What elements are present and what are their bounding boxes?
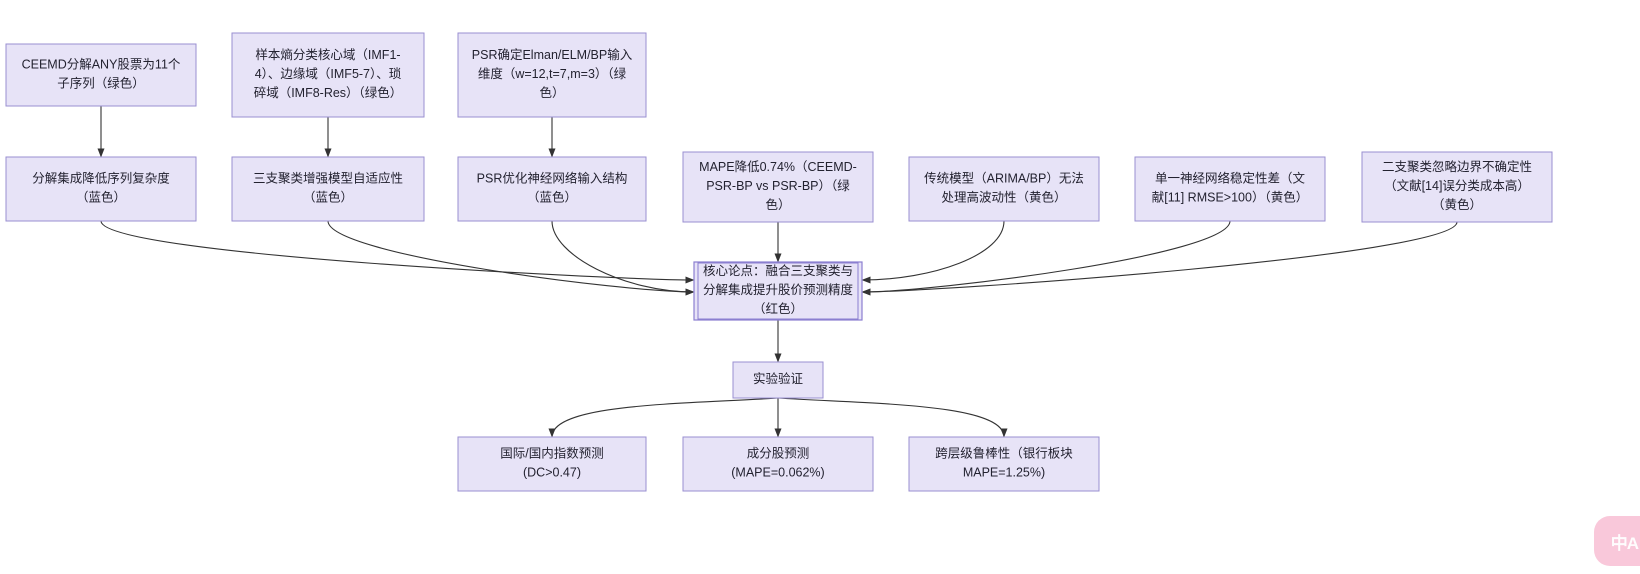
node-n7[interactable]: MAPE降低0.74%（CEEMD- PSR-BP vs PSR-BP）（绿色） (682, 151, 874, 223)
node-label: 实验验证 (753, 371, 804, 386)
node-n1[interactable]: CEEMD分解ANY股票为11个子序列（绿色） (5, 43, 197, 107)
node-n9[interactable]: 单一神经网络稳定性差（文献[11] RMSE>100）（黄色） (1134, 156, 1326, 222)
node-box-inner (697, 262, 859, 320)
node-box (908, 156, 1100, 222)
node-layer: CEEMD分解ANY股票为11个子序列（绿色） 样本熵分类核心域（IMF1- 4）、… (5, 32, 1553, 492)
node-label: 单一神经网络稳定性差（文献[11] RMSE>100）（黄色） (1152, 171, 1308, 205)
node-n6[interactable]: PSR优化神经网络输入结构 （蓝色） (457, 156, 647, 222)
node-n10[interactable]: 二支聚类忽略边界不确定性 （文献[14]误分类成本高） （黄色） (1361, 151, 1553, 223)
edge-n8-to-core (861, 220, 1005, 284)
edge-verify-to-r3 (777, 397, 1008, 438)
node-label-line: CEEMD分解ANY股票为11个 (22, 58, 181, 72)
node-label-line: 色） (765, 197, 790, 212)
node-label: 分解集成降低序列复杂度 （蓝色） (32, 171, 170, 205)
node-label-line: 碎域（IMF8-Res）（绿色） (254, 85, 403, 100)
node-box (231, 156, 425, 222)
edge-layer (97, 106, 1458, 438)
node-label-line: （蓝色） (76, 190, 126, 205)
node-box (1361, 151, 1553, 223)
node-label: 核心论点：融合三支聚类与分解集成提升股价预测精度 （红色） (703, 263, 854, 316)
edge-n4-to-core (100, 220, 695, 284)
node-label-line: (DC>0.47) (523, 466, 581, 480)
watermark-label: 中A (1610, 534, 1639, 553)
node-box (457, 436, 647, 492)
edge-verify-to-r1 (548, 397, 779, 438)
node-box (231, 32, 425, 118)
node-label-line: （黄色） (1432, 197, 1482, 212)
node-n2[interactable]: 样本熵分类核心域（IMF1- 4）、边缘域（IMF5-7）、琐碎域（IMF8-Re… (231, 32, 425, 118)
node-label: 样本熵分类核心域（IMF1- 4）、边缘域（IMF5-7）、琐碎域（IMF8-Re… (254, 47, 403, 100)
node-label-line: 成分股预测 (747, 447, 810, 461)
node-label: CEEMD分解ANY股票为11个子序列（绿色） (22, 58, 181, 91)
node-label: PSR确定Elman/ELM/BP输入维度（w=12,t=7,m=3）（绿色） (472, 47, 633, 100)
node-label-line: (MAPE=0.062%) (731, 466, 824, 480)
node-r2[interactable]: 成分股预测 (MAPE=0.062%) (682, 436, 874, 492)
node-label-line: 实验验证 (753, 371, 804, 386)
node-n3[interactable]: PSR确定Elman/ELM/BP输入维度（w=12,t=7,m=3）（绿色） (457, 32, 647, 118)
node-label-line: 样本熵分类核心域（IMF1- (255, 47, 400, 62)
edge-n6-to-core (551, 220, 695, 296)
node-label: 三支聚类增强模型自适应性 （蓝色） (253, 171, 403, 205)
watermark-badge (1594, 516, 1640, 566)
node-label: 成分股预测 (MAPE=0.062%) (731, 447, 824, 480)
node-label-line: 献[11] RMSE>100）（黄色） (1152, 190, 1308, 205)
node-label-line: （红色） (753, 301, 803, 316)
node-label-line: PSR确定Elman/ELM/BP输入 (472, 47, 633, 62)
node-box (1134, 156, 1326, 222)
node-box (457, 32, 647, 118)
node-label-line: 国际/国内指数预测 (500, 446, 603, 461)
node-label-line: 传统模型（ARIMA/BP）无法 (924, 171, 1084, 186)
edge-n9-to-core (861, 220, 1231, 296)
node-label-line: PSR-BP vs PSR-BP）（绿 (706, 178, 850, 193)
node-box (682, 436, 874, 492)
node-n5[interactable]: 三支聚类增强模型自适应性 （蓝色） (231, 156, 425, 222)
node-label: 传统模型（ARIMA/BP）无法处理高波动性（黄色） (924, 171, 1084, 205)
node-r1[interactable]: 国际/国内指数预测 (DC>0.47) (457, 436, 647, 492)
node-label-line: 处理高波动性（黄色） (941, 190, 1066, 205)
node-core[interactable]: 核心论点：融合三支聚类与分解集成提升股价预测精度 （红色） (693, 261, 863, 321)
node-label-line: 跨层级鲁棒性（银行板块 (935, 447, 1073, 461)
node-label-line: 三支聚类增强模型自适应性 (253, 171, 403, 186)
node-label-line: 子序列（绿色） (57, 76, 145, 91)
edge-n5-to-core (327, 220, 695, 296)
node-label: PSR优化神经网络输入结构 （蓝色） (477, 171, 628, 205)
node-label-line: MAPE降低0.74%（CEEMD- (699, 160, 857, 174)
node-label-line: 核心论点：融合三支聚类与 (703, 263, 853, 278)
node-label-line: MAPE=1.25%) (963, 466, 1045, 480)
node-box (5, 43, 197, 107)
node-label-line: PSR优化神经网络输入结构 (477, 171, 628, 186)
node-label-line: 二支聚类忽略边界不确定性 (1382, 159, 1532, 174)
node-label-line: 分解集成提升股价预测精度 (703, 282, 854, 297)
node-label-line: 分解集成降低序列复杂度 (32, 171, 170, 186)
node-box (908, 436, 1100, 492)
node-label-line: （蓝色） (527, 190, 577, 205)
node-label-line: 单一神经网络稳定性差（文 (1155, 171, 1306, 186)
node-label-line: （蓝色） (303, 190, 353, 205)
node-label-line: 维度（w=12,t=7,m=3）（绿 (478, 66, 627, 81)
node-label-line: 色） (539, 85, 564, 100)
node-label-line: （文献[14]误分类成本高） (1384, 178, 1530, 193)
node-r3[interactable]: 跨层级鲁棒性（银行板块 MAPE=1.25%) (908, 436, 1100, 492)
node-label: 跨层级鲁棒性（银行板块 MAPE=1.25%) (935, 447, 1073, 480)
node-label: 二支聚类忽略边界不确定性 （文献[14]误分类成本高） （黄色） (1382, 159, 1532, 212)
node-n8[interactable]: 传统模型（ARIMA/BP）无法处理高波动性（黄色） (908, 156, 1100, 222)
node-verify[interactable]: 实验验证 (732, 361, 824, 399)
node-box (457, 156, 647, 222)
node-box (693, 261, 863, 321)
edge-n10-to-core (861, 221, 1458, 296)
node-n4[interactable]: 分解集成降低序列复杂度 （蓝色） (5, 156, 197, 222)
node-box (5, 156, 197, 222)
node-label: MAPE降低0.74%（CEEMD- PSR-BP vs PSR-BP）（绿色） (699, 160, 857, 212)
node-label-line: 4）、边缘域（IMF5-7）、琐 (255, 66, 402, 81)
node-box (732, 361, 824, 399)
node-box (682, 151, 874, 223)
node-label: 国际/国内指数预测 (DC>0.47) (500, 446, 603, 480)
